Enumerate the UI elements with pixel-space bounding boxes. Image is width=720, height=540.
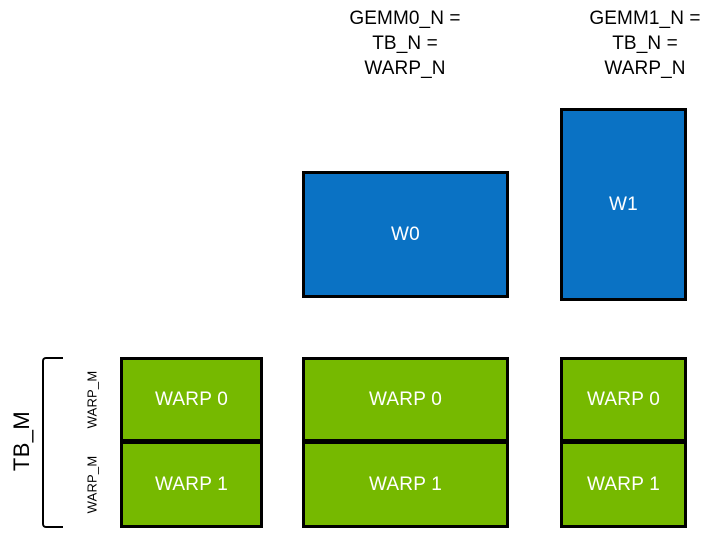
column-header-gemm1: GEMM1_N = TB_N = WARP_N xyxy=(589,8,701,79)
warp-tile-w1-label: W1 xyxy=(609,193,638,215)
warp-tile-w0-label: W0 xyxy=(391,223,420,245)
dimension-label-tb-m: TB_M xyxy=(9,410,34,472)
column-header-gemm0: GEMM0_N = TB_N = WARP_N xyxy=(349,8,461,79)
thread-block-column-2-warp-1-label: WARP 1 xyxy=(587,473,660,495)
thread-block-column-2-warp-0: WARP 0 xyxy=(560,357,687,442)
tb-m-bracket xyxy=(42,357,63,528)
thread-block-column-2-warp-1: WARP 1 xyxy=(560,441,687,528)
dimension-label-warp-m-top: WARP_M xyxy=(84,370,100,429)
thread-block-column-1-warp-0: WARP 0 xyxy=(302,357,509,442)
warp-tile-w0: W0 xyxy=(302,171,509,298)
thread-block-column-1-warp-1: WARP 1 xyxy=(302,441,509,528)
thread-block-column-0-warp-1: WARP 1 xyxy=(120,441,263,528)
thread-block-column-0-warp-0-label: WARP 0 xyxy=(155,388,228,410)
thread-block-column-0-warp-1-label: WARP 1 xyxy=(155,473,228,495)
thread-block-column-1-warp-1-label: WARP 1 xyxy=(369,473,442,495)
thread-block-column-2-warp-0-label: WARP 0 xyxy=(587,388,660,410)
thread-block-column-0-warp-0: WARP 0 xyxy=(120,357,263,442)
warp-tile-w1: W1 xyxy=(560,108,687,301)
thread-block-column-1-warp-0-label: WARP 0 xyxy=(369,388,442,410)
dimension-label-warp-m-bottom: WARP_M xyxy=(84,455,100,514)
